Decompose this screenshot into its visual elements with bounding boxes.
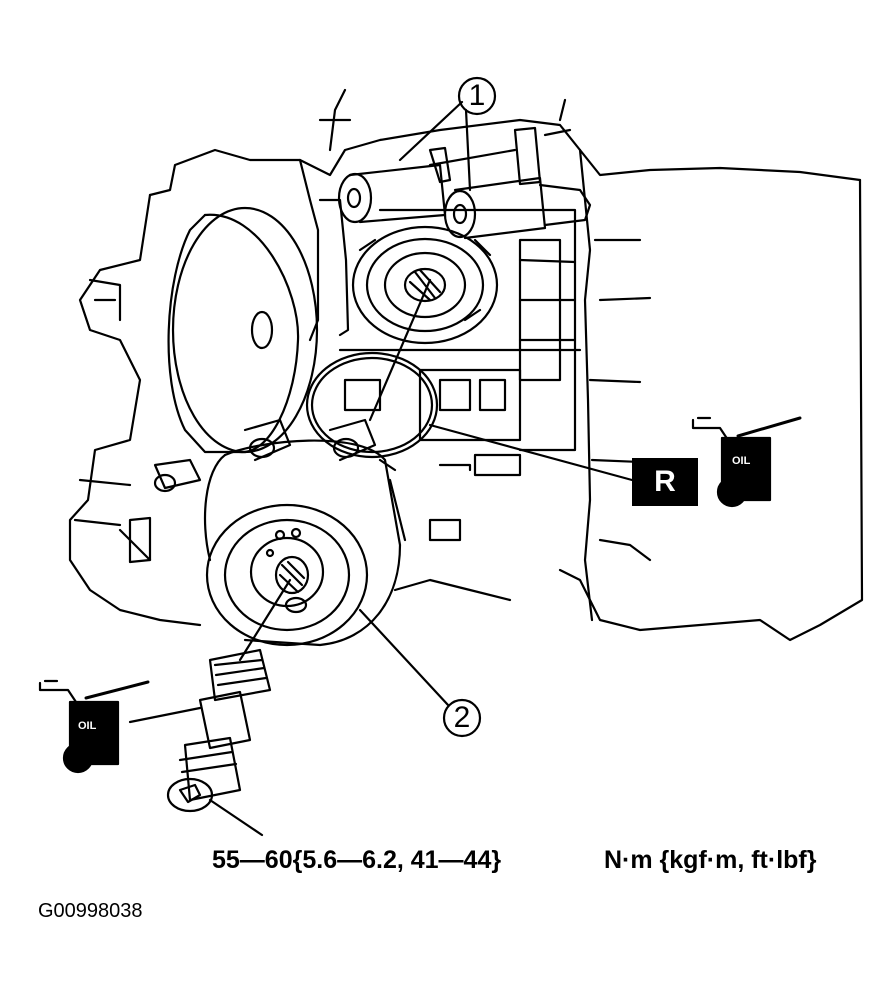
- oil-cooler: [203, 418, 407, 647]
- center-bolt: [166, 648, 272, 813]
- coolant-pipes: [337, 126, 592, 240]
- drain-fitting: [153, 458, 202, 493]
- callout-1: 1: [468, 79, 486, 112]
- o-ring: [305, 351, 439, 459]
- cooler-mounting-face: [351, 225, 499, 345]
- figure-id: G00998038: [38, 900, 143, 922]
- pulley: [167, 206, 319, 454]
- oil-can-icon-left: [38, 679, 150, 774]
- callout-2-circle: [442, 698, 482, 738]
- torque-units: N·m {kgf·m, ft·lbf}: [604, 846, 817, 874]
- torque-spec: 55—60{5.6—6.2, 41—44}: [212, 846, 502, 874]
- callout-2: 2: [453, 701, 471, 734]
- leader-lines: [128, 100, 634, 837]
- oil-label-right: OIL: [732, 455, 751, 467]
- callout-1-circle: [457, 76, 497, 116]
- engine-block: [68, 88, 864, 642]
- replace-part-badge: R: [632, 458, 698, 506]
- oil-can-icon-right: [691, 416, 802, 508]
- oil-label-left: OIL: [78, 720, 97, 732]
